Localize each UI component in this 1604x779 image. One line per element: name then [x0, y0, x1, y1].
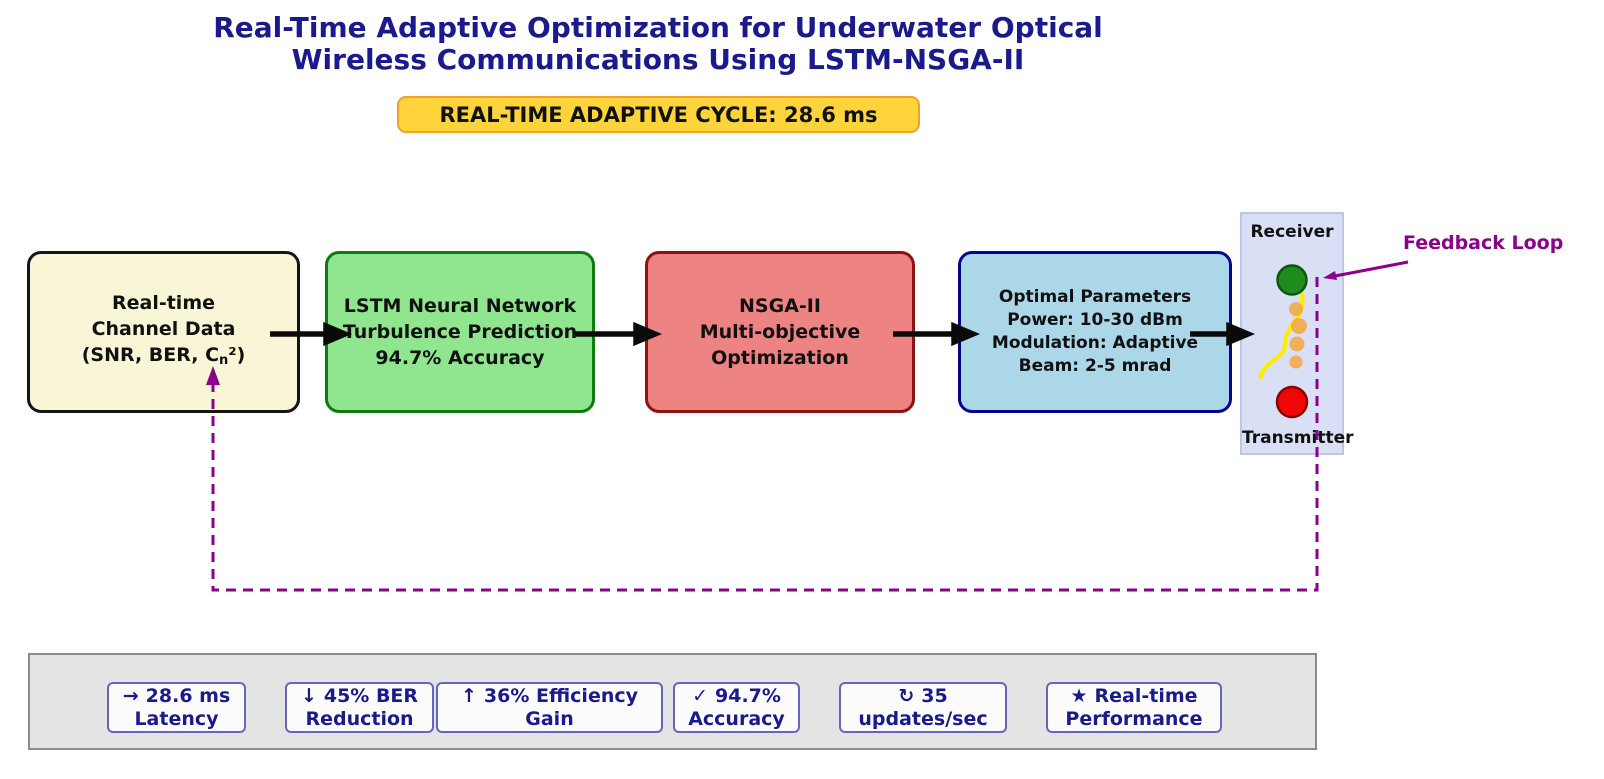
- transceiver-panel: Receiver Transmitter: [1240, 212, 1354, 455]
- box-line-formula: (SNR, BER, Cn²): [82, 342, 246, 374]
- box-line: Optimization: [711, 347, 849, 369]
- page-title: Real-Time Adaptive Optimization for Unde…: [0, 12, 1316, 76]
- box-line: Multi-objective: [699, 321, 861, 343]
- metric-value: 36% Efficiency: [483, 684, 639, 707]
- box-line: Real-time: [111, 292, 215, 314]
- box-line: Turbulence Prediction: [342, 321, 578, 343]
- metric-label: Reduction: [305, 707, 414, 730]
- metric-badge-ber-reduction: ↓ 45% BER Reduction: [285, 682, 434, 733]
- box-line: 94.7% Accuracy: [375, 347, 545, 369]
- metric-value: 45% BER: [323, 684, 419, 707]
- adaptive-cycle-badge: REAL-TIME ADAPTIVE CYCLE: 28.6 ms: [397, 96, 920, 133]
- title-line-1: Real-Time Adaptive Optimization for Unde…: [213, 11, 1103, 44]
- box-line: Optimal Parameters: [998, 287, 1192, 307]
- box-line: Modulation: Adaptive: [991, 333, 1199, 353]
- metrics-bar: → 28.6 ms Latency ↓ 45% BER Reduction ↑ 36%…: [28, 653, 1317, 750]
- box-line: Beam: 2-5 mrad: [1018, 356, 1172, 376]
- metric-label: Gain: [525, 707, 574, 730]
- box-line: Power: 10-30 dBm: [1007, 310, 1183, 330]
- feedback-label-arrow: [1334, 260, 1409, 278]
- arrow-up-icon: ↑: [460, 684, 477, 707]
- flow-box-lstm-prediction: LSTM Neural Network Turbulence Predictio…: [325, 251, 595, 413]
- metric-badge-latency: → 28.6 ms Latency: [107, 682, 246, 733]
- check-icon: ✓: [692, 684, 708, 707]
- metric-label: Accuracy: [688, 707, 785, 730]
- metric-badge-efficiency-gain: ↑ 36% Efficiency Gain: [436, 682, 663, 733]
- arrow-down-icon: ↓: [300, 684, 317, 707]
- metric-value: Real-time: [1094, 684, 1198, 707]
- refresh-icon: ↻: [898, 684, 915, 707]
- metric-value: 35: [921, 684, 948, 707]
- box-line: NSGA-II: [739, 295, 821, 317]
- receiver-label: Receiver: [1250, 222, 1334, 242]
- formula-subscript: n: [219, 353, 229, 368]
- flow-box-nsga-optimization: NSGA-II Multi-objective Optimization: [645, 251, 915, 413]
- formula-pre: (SNR, BER, C: [81, 344, 220, 366]
- title-line-2: Wireless Communications Using LSTM-NSGA-…: [291, 43, 1025, 76]
- metric-value: 94.7%: [715, 684, 781, 707]
- metric-label: Latency: [134, 707, 219, 730]
- metric-badge-update-rate: ↻ 35 updates/sec: [839, 682, 1007, 733]
- flow-box-channel-data: Real-time Channel Data (SNR, BER, Cn²): [27, 251, 300, 413]
- metric-label: Performance: [1065, 707, 1203, 730]
- box-line: LSTM Neural Network: [343, 295, 577, 317]
- arrow-right-icon: →: [122, 684, 139, 707]
- feedback-loop-label: Feedback Loop: [1403, 232, 1564, 254]
- formula-superscript: ²): [228, 344, 246, 366]
- box-line: Channel Data: [91, 318, 236, 340]
- metric-badge-realtime-performance: ★ Real-time Performance: [1046, 682, 1222, 733]
- flow-box-optimal-parameters: Optimal Parameters Power: 10-30 dBm Modu…: [958, 251, 1232, 413]
- metric-badge-accuracy: ✓ 94.7% Accuracy: [673, 682, 800, 733]
- star-icon: ★: [1070, 684, 1088, 707]
- metric-label: updates/sec: [858, 707, 988, 730]
- metric-value: 28.6 ms: [145, 684, 231, 707]
- transmitter-label: Transmitter: [1242, 428, 1354, 448]
